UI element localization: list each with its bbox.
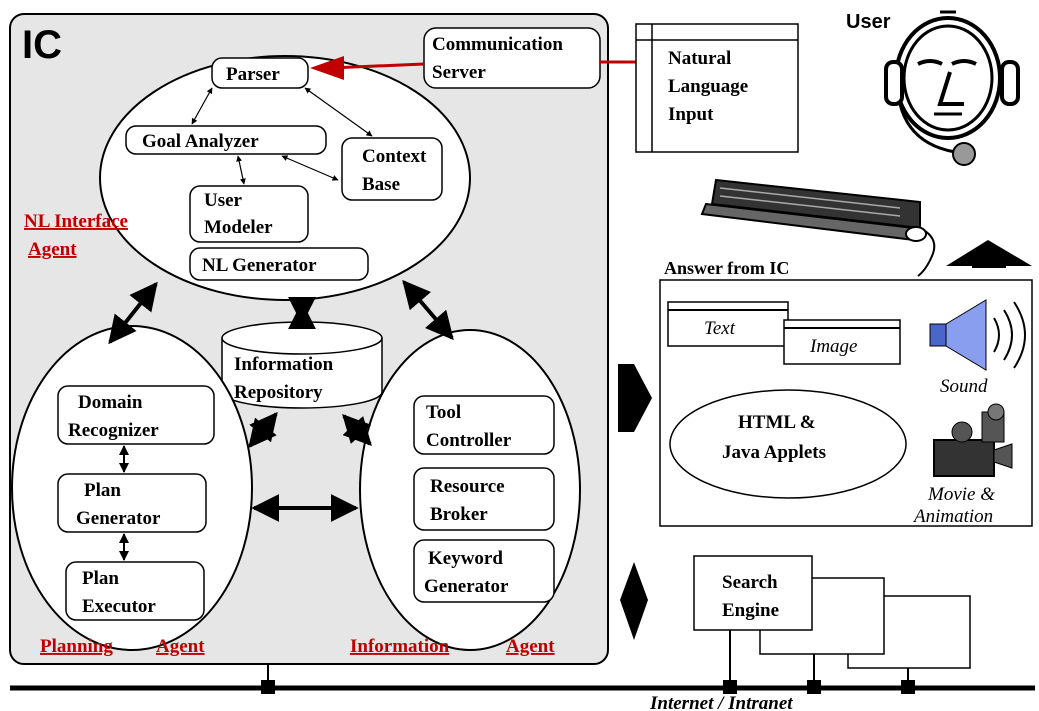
keyword-generator-box [413, 539, 555, 603]
answer-text-label: Text [704, 318, 736, 339]
diamond-pointer [620, 562, 648, 640]
domain-recognizer-box [57, 385, 215, 445]
nl-input-label-3: Input [668, 104, 714, 125]
right-pointer [618, 364, 652, 432]
user-modeler-label-1: User [204, 190, 243, 211]
repository-label-1: Information [234, 354, 334, 375]
html-applets-ellipse [669, 389, 907, 499]
keyboard-icon [700, 178, 936, 277]
nl-generator-label: NL Generator [202, 255, 317, 276]
html-label-1: HTML & [738, 412, 816, 433]
plan-gen-label-1: Plan [84, 480, 121, 501]
information-repository: Information Repository [221, 321, 383, 409]
domain-label-2: Recognizer [68, 420, 159, 441]
nl-agent-label-1: NL Interface [24, 211, 128, 232]
plan-exec-label-1: Plan [82, 568, 119, 589]
context-base-label-2: Base [362, 174, 400, 195]
plan-generator-box [57, 473, 207, 533]
context-base-box [341, 137, 443, 201]
nl-input-label-1: Natural [668, 48, 731, 69]
keyword-label-1: Keyword [428, 548, 503, 569]
speaker-icon [929, 299, 1026, 371]
planning-label-2: Agent [156, 636, 205, 657]
answer-sound-label: Sound [940, 376, 988, 397]
nl-agent-label-2: Agent [28, 239, 77, 260]
user-label: User [846, 11, 891, 33]
goal-analyzer-label: Goal Analyzer [142, 131, 259, 152]
up-arrow [946, 240, 1032, 268]
search-label-1: Search [722, 572, 778, 593]
context-base-label-1: Context [362, 146, 427, 167]
ic-title: IC [22, 23, 62, 67]
resource-label-2: Broker [430, 504, 488, 525]
plan-exec-label-2: Executor [82, 596, 156, 617]
search-engine: Search Engine [693, 555, 971, 694]
repository-label-2: Repository [234, 382, 323, 403]
user-modeler-box [189, 185, 309, 243]
plan-gen-label-2: Generator [76, 508, 161, 529]
parser-label: Parser [226, 64, 280, 85]
nl-input-window [635, 23, 799, 153]
domain-label-1: Domain [78, 392, 143, 413]
keyword-label-2: Generator [424, 576, 509, 597]
html-label-2: Java Applets [722, 442, 826, 463]
red-arrow-to-parser [310, 56, 344, 80]
comm-server-label-1: Communication [432, 34, 563, 55]
comm-server-label-2: Server [432, 62, 486, 83]
answer-movie-label-1: Movie & [927, 484, 995, 505]
answer-image-label: Image [809, 336, 857, 357]
information-label-2: Agent [506, 636, 555, 657]
search-label-2: Engine [722, 600, 779, 621]
planning-label-1: Planning [40, 636, 113, 657]
parser-box [211, 57, 309, 89]
resource-broker-box [413, 467, 555, 531]
nl-generator-box [189, 247, 369, 281]
plan-executor-box [65, 561, 205, 621]
tool-label-1: Tool [426, 402, 461, 423]
answer-title: Answer from IC [664, 258, 789, 278]
resource-label-1: Resource [430, 476, 505, 497]
tool-label-2: Controller [426, 430, 512, 451]
network-label: Internet / Intranet [649, 693, 793, 711]
user-headset-icon: User [846, 10, 1020, 166]
tool-controller-box [413, 395, 555, 455]
answer-movie-label-2: Animation [912, 506, 993, 527]
communication-server-box [423, 27, 601, 89]
information-label-1: Information [350, 636, 450, 657]
video-camera-icon [933, 403, 1013, 477]
agent-connectors [108, 279, 454, 522]
goal-analyzer-box [125, 125, 327, 155]
nl-input-label-2: Language [668, 76, 748, 97]
user-modeler-label-2: Modeler [204, 217, 273, 238]
